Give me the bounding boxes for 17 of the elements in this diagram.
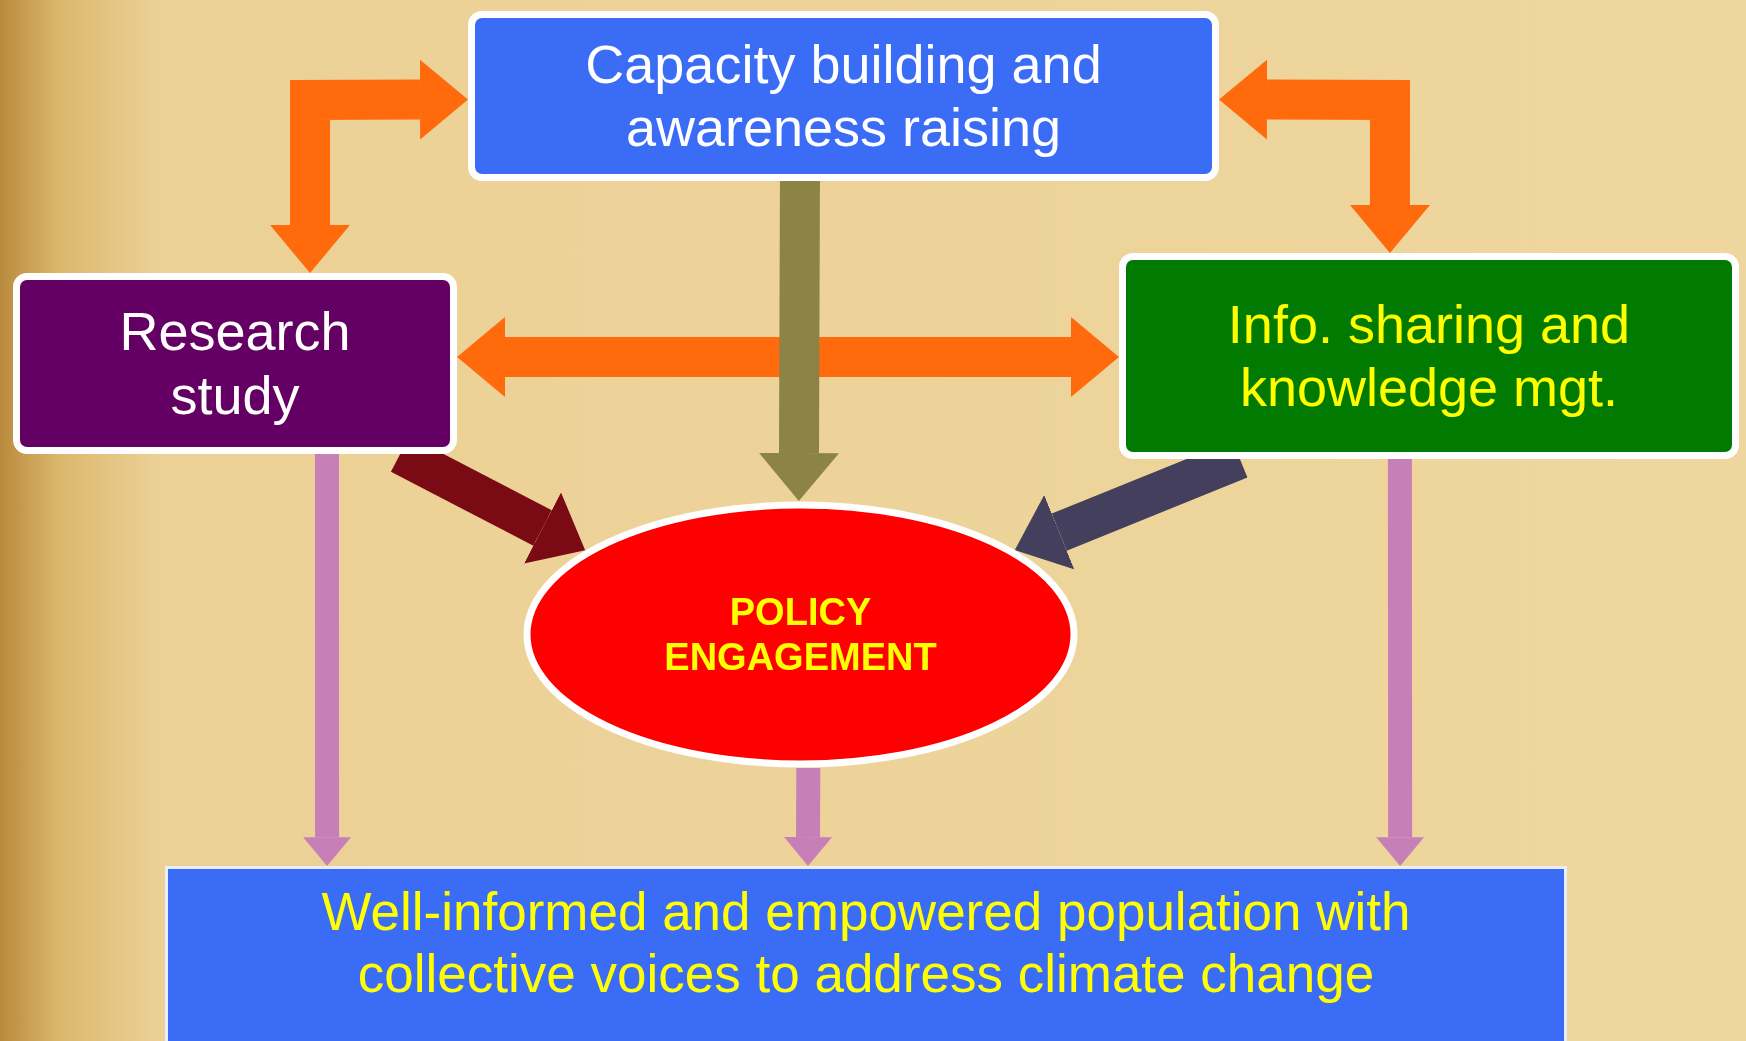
node-label: Capacity building and awareness raising xyxy=(584,32,1103,159)
block-arrow xyxy=(270,59,468,273)
block-arrow xyxy=(303,454,352,866)
process-box xyxy=(1119,253,1739,459)
process-box xyxy=(13,273,457,454)
process-box xyxy=(468,11,1219,181)
node-label: Info. sharing and knowledge mgt. xyxy=(1226,292,1632,419)
node-label: POLICY ENGAGEMENT xyxy=(663,590,938,679)
node-label: Research study xyxy=(118,300,352,427)
ellipse-node xyxy=(523,501,1078,768)
block-arrow xyxy=(1376,459,1425,866)
block-arrow xyxy=(759,180,839,501)
block-arrow xyxy=(784,767,833,866)
block-arrow xyxy=(457,317,1119,398)
outcome-banner xyxy=(165,866,1567,1041)
node-label: Well-informed and empowered population with collective voices to address climate change xyxy=(320,881,1412,1005)
block-arrow xyxy=(1219,59,1430,253)
